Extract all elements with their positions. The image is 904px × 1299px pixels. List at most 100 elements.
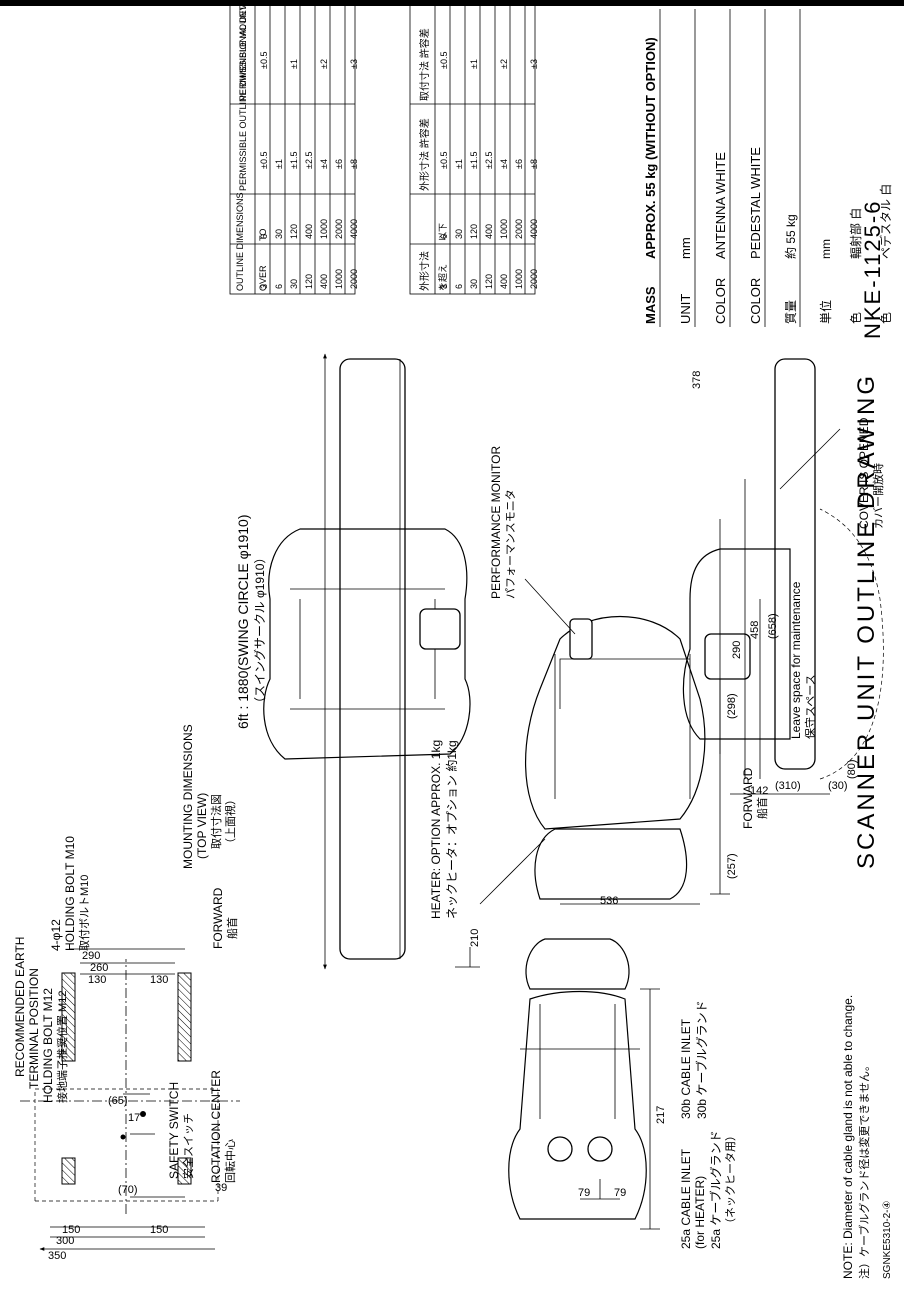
dim-257: (257) (726, 853, 738, 879)
tol_en-row-pod: ±4 (319, 159, 329, 169)
dim-150b: 150 (150, 1224, 168, 1236)
dim-150a: 150 (62, 1224, 80, 1236)
spec-mass-jp-value: 約 55 kg (783, 214, 798, 259)
tol_jp-row-over: 400 (499, 274, 509, 289)
tol_en-row-pod: ±1.5 (289, 152, 299, 169)
tol_jp-row-to: 6 (439, 234, 449, 239)
tol_jp-row-pod: ±1 (454, 159, 464, 169)
rotation-center-label: ROTATION CENTER (209, 1070, 223, 1183)
tol-en-h-to: TO (258, 229, 268, 241)
tol_en-row-pod: ±6 (334, 159, 344, 169)
maint-pedestal (682, 548, 791, 740)
cable-inlet-a (547, 1136, 573, 1162)
tol_en-row-pod: ±8 (349, 159, 359, 169)
tol_en-row-to: 400 (304, 224, 314, 239)
tol_jp-row-pod: ±1.5 (469, 152, 479, 169)
front-view: 217 79 79 25a CABLE INLET (for HEATER) 2… (508, 938, 737, 1249)
side-pedestal (524, 616, 706, 830)
tol_jp-row-over: 6 (454, 284, 464, 289)
dim-290-maint: 290 (731, 641, 743, 659)
tol_en-row-to: 30 (274, 229, 284, 239)
dim-310: (310) (775, 780, 801, 792)
dim-458: 458 (749, 621, 761, 639)
tol_jp-row-over: 2000 (529, 269, 539, 289)
leave-space-label: Leave space for maintenance (789, 581, 803, 739)
dim-65: (65) (108, 1095, 128, 1107)
spec-unit-jp-label: 単位 (818, 300, 833, 324)
spec-unit-jp-value: mm (819, 239, 833, 259)
dim-79b: 79 (614, 1187, 626, 1199)
mounting-title-jp-2: （上面視） (223, 794, 237, 849)
tol_en-row-pod: ±2.5 (304, 152, 314, 169)
front-radiator (525, 938, 630, 990)
side-radiator-stub (534, 828, 688, 900)
note-en: NOTE: Diameter of cable gland is not abl… (841, 995, 855, 1279)
side-forward-label-jp: 船首 (755, 797, 769, 819)
spec-color1-jp-value: 輻射部 白 (848, 208, 863, 259)
cable-a-label-jp-2: （ネックヒータ用） (724, 1130, 737, 1229)
drawing-number: NKE-1125-6 (860, 200, 885, 339)
rotation-center-mark (140, 1111, 146, 1117)
tol_en-row-over: 2000 (349, 269, 359, 289)
tol_jp-row-pod: ±2.5 (484, 152, 494, 169)
dim-130b: 130 (150, 974, 168, 986)
dim-17: 17 (128, 1112, 140, 1124)
tol_en-row-pod: ±0.5 (259, 152, 269, 169)
maint-inner-box (704, 633, 751, 680)
tol-en-h-pod: PERMISSIBLE OUTLINE DIMENSIONAL DEVIATIO… (238, 0, 248, 191)
spec-color2-value: PEDESTAL WHITE (748, 147, 763, 259)
earth-terminal-mark (120, 1134, 126, 1140)
earth-label-2: TERMINAL POSITION (27, 968, 41, 1089)
maint-radiator (774, 358, 816, 770)
tol_jp-row-pmd: ±1 (469, 59, 479, 69)
tol_en-row-to: 2000 (334, 219, 344, 239)
earth-label-3: HOLDING BOLT M12 (41, 988, 55, 1103)
dim-70: (70) (118, 1184, 138, 1196)
dim-300: 300 (56, 1235, 74, 1247)
tol-en-h-outline: OUTLINE DIMENSIONS (235, 192, 245, 291)
cover-opened-label: COVER IS OPENED (857, 417, 871, 529)
swing-circle-label-jp: （スイングサークル φ1910） (253, 552, 267, 709)
note-jp: 注）ケーブルグランド径は変更できません。 (857, 1060, 871, 1279)
cable-inlet-b (587, 1136, 613, 1162)
tol_jp-row-to: 2000 (514, 219, 524, 239)
spec-unit-value: mm (678, 237, 693, 259)
pedestal-top (263, 528, 471, 760)
dim-290: 290 (82, 950, 100, 962)
tol_jp-row-to: 30 (454, 229, 464, 239)
tol_en-row-over: 1000 (334, 269, 344, 289)
tol_en-row-to: 120 (289, 224, 299, 239)
dim-658: (658) (767, 613, 779, 639)
cable-a-label-2: (for HEATER) (693, 1176, 707, 1249)
spec-color2-jp-value: ペデスタル 白 (878, 184, 893, 259)
dim-39: 39 (215, 1182, 227, 1194)
tol_en-row-over: 30 (289, 279, 299, 289)
tol_en-row-over: 120 (304, 274, 314, 289)
maintenance-view: 142 (310) (30) (80) 290 458 (658) 378 CO… (682, 358, 885, 797)
monitor-label: PERFORMANCE MONITOR (489, 446, 503, 599)
spec-unit-label: UNIT (678, 294, 693, 324)
tol_jp-row-to: 1000 (499, 219, 509, 239)
forward-label: FORWARD (211, 887, 225, 949)
dim-142: 142 (750, 785, 768, 797)
holding-bolt-label-jp: 取付ボルトM10 (78, 875, 91, 951)
spec-color2-jp-label: 色 (879, 312, 893, 324)
tol_jp-row-pmd: ±2 (499, 59, 509, 69)
mounting-title: MOUNTING DIMENSIONS (181, 724, 195, 869)
tol_jp-row-to: 120 (469, 224, 479, 239)
mounting-title-2: (TOP VIEW) (195, 793, 209, 859)
front-pedestal (508, 990, 647, 1220)
monitor-label-jp: パフォーマンスモニタ (504, 489, 517, 599)
holding-bolt-label: HOLDING BOLT M10 (63, 836, 77, 951)
mounting-slot-hatch (177, 972, 192, 1062)
handle-mark (419, 608, 461, 650)
dim-30: (30) (828, 780, 848, 792)
tol_en-row-pod: ±1 (274, 159, 284, 169)
spec-mass-label: MASS (643, 286, 658, 324)
form-code: SGNKE5310-2-④ (882, 1201, 893, 1279)
tol_jp-row-to: 4000 (529, 219, 539, 239)
mounting-slot-hatch (61, 972, 76, 1062)
leave-space-label-jp: 保守スペース (803, 674, 817, 739)
dim-350: 350 (48, 1250, 66, 1262)
